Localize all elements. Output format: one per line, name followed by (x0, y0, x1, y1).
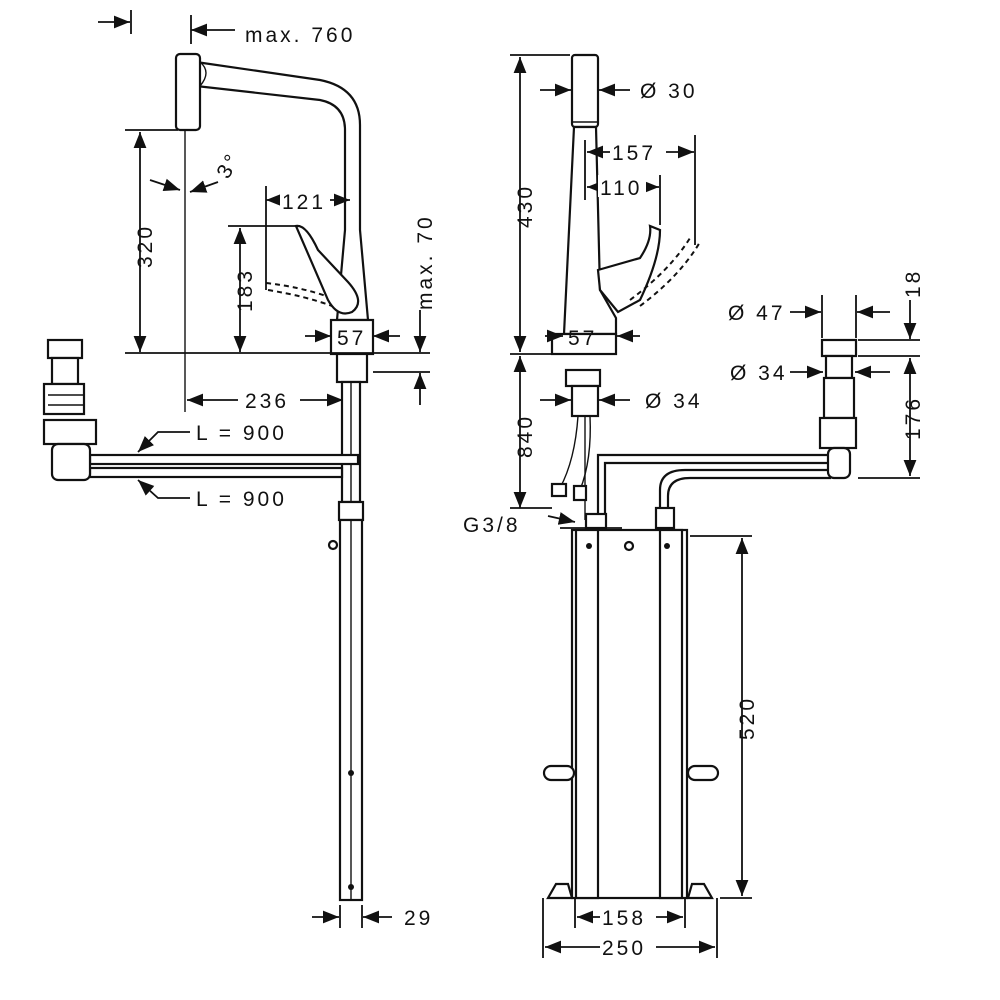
side-view-faucet (42, 52, 375, 902)
base-plate-front (550, 332, 618, 356)
pullout-spray-head (174, 52, 202, 132)
dim-box-height: 520 (736, 696, 759, 740)
angle-valve-front (818, 338, 858, 480)
dim-base-diameter-front: 57 (568, 327, 597, 350)
dim-spout-height: 320 (134, 224, 157, 268)
dim-hose-length-lower: L = 900 (196, 488, 287, 511)
front-view-faucet (542, 53, 858, 900)
dim-valve-outer-diameter: Ø 47 (728, 302, 786, 325)
dim-hose-length-upper: L = 900 (196, 422, 287, 445)
dim-base-diameter: 57 (337, 327, 366, 350)
angle-valve-side (42, 338, 98, 482)
faucet-body-front (562, 125, 618, 336)
dim-lever-reach-max: 157 (612, 142, 656, 165)
dim-lever-height: 183 (234, 268, 257, 312)
dim-valve-cap-height: 18 (902, 269, 925, 298)
dim-total-height: 430 (514, 184, 537, 228)
dim-spout-diameter: Ø 30 (640, 80, 698, 103)
faucet-base (329, 318, 375, 356)
dim-shank-width: 29 (404, 907, 433, 930)
dim-valve-height: 176 (902, 396, 925, 440)
dim-lever-reach: 110 (600, 177, 642, 200)
dim-box-outer-width: 250 (602, 937, 646, 960)
lever-handle (294, 224, 360, 315)
dim-angle: 3° (212, 148, 245, 182)
dim-valve-inner-diameter: Ø 34 (730, 362, 788, 385)
side-view-dimensions: max. 760 320 3° 121 183 max. 70 57 236 L… (98, 10, 437, 930)
dim-box-inner-width: 158 (602, 907, 646, 930)
dim-shank-diameter: Ø 34 (645, 390, 703, 413)
dim-max-deck-thickness: max. 70 (414, 214, 437, 310)
supply-pipe-lower (88, 466, 344, 479)
dim-spout-projection: 236 (245, 390, 289, 413)
dim-hose-length: 840 (514, 414, 537, 458)
front-view-dimensions: 430 840 Ø 30 157 110 57 Ø 34 G3/8 520 (463, 54, 759, 960)
dim-lever-reach: 121 (282, 191, 326, 214)
dim-connection-thread: G3/8 (463, 514, 521, 537)
mounting-box (542, 528, 720, 900)
dim-max-reach: max. 760 (245, 24, 355, 47)
supply-pipe-upper (88, 453, 360, 466)
lever-front (596, 224, 662, 314)
spray-head-front (570, 53, 600, 129)
supply-pipe-front (596, 453, 837, 522)
valve-dimensions: Ø 47 Ø 34 18 176 (728, 269, 925, 479)
